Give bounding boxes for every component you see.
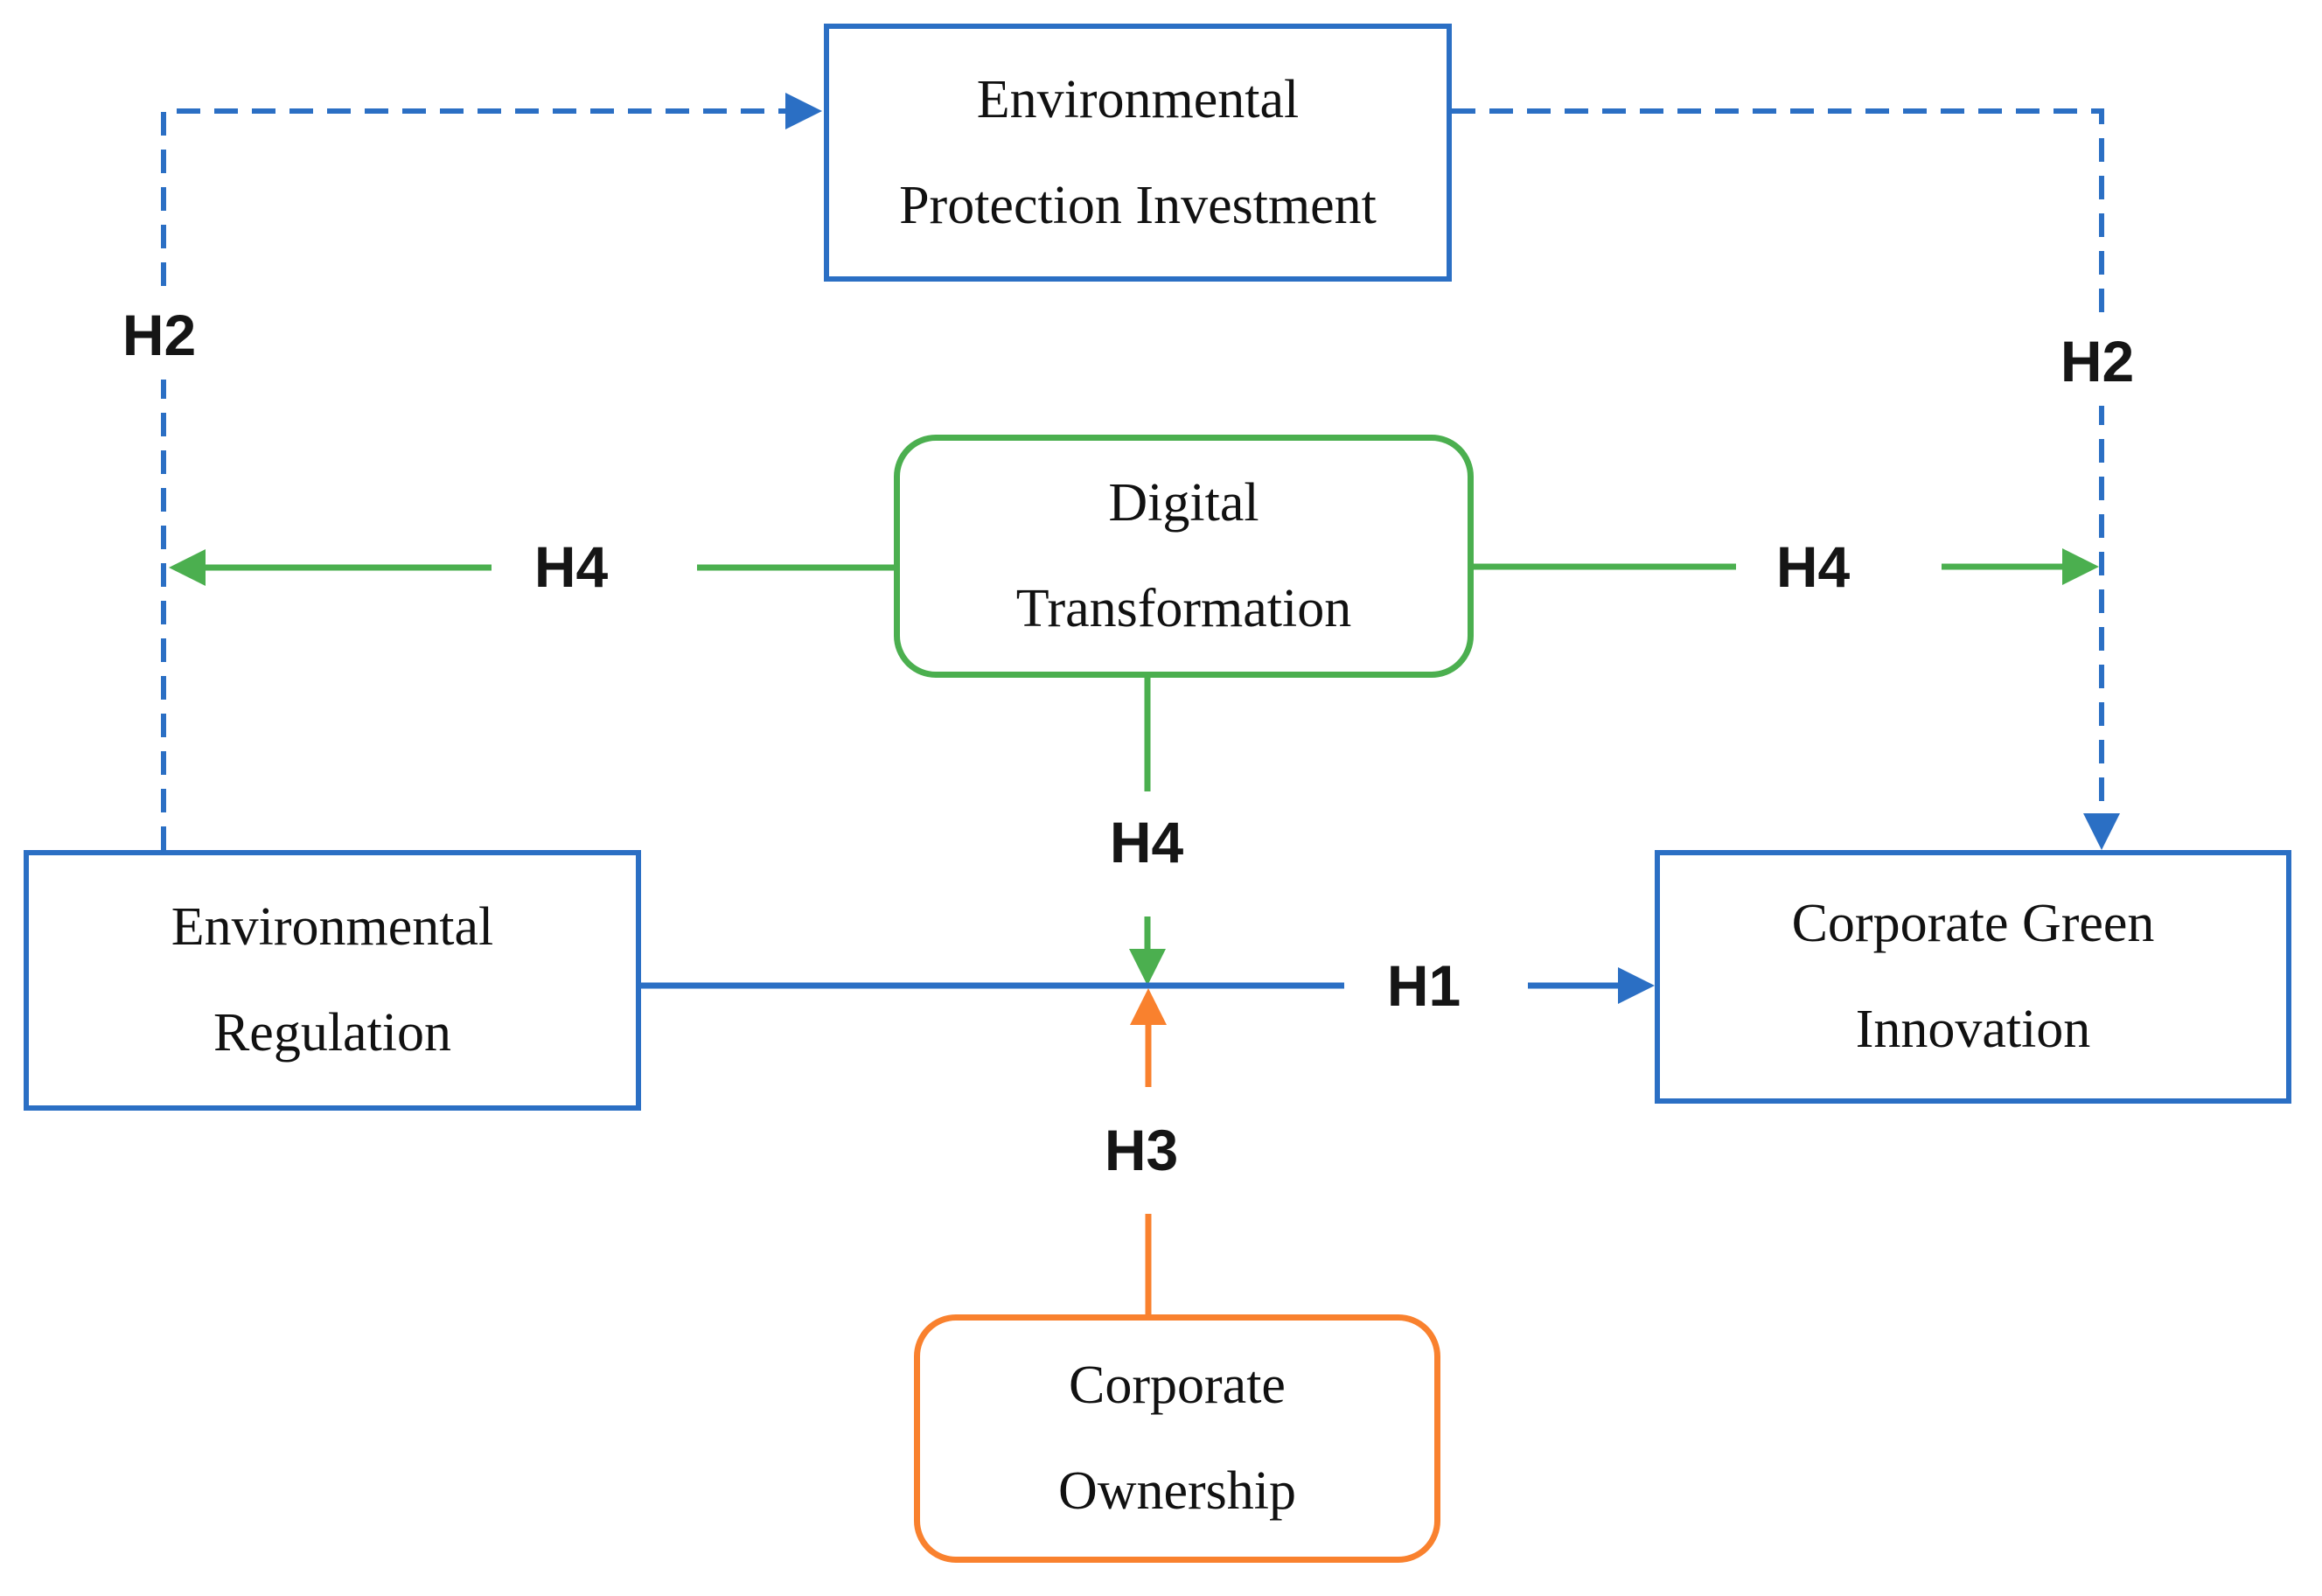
hypothesis-label-h1: H1 <box>1372 941 1475 1030</box>
edge-dt-down-arrow <box>1129 916 1166 986</box>
hypothesis-label-h2-left: H2 <box>108 290 211 380</box>
edge-regulation-to-investment-dashed <box>161 93 822 850</box>
corporate-ownership-label-line-1: Corporate <box>1069 1356 1286 1416</box>
hypothesis-label-h2-right: H2 <box>2046 317 2149 406</box>
edge-ownership-up-arrow <box>1130 988 1167 1087</box>
hypothesis-label-h4-center: H4 <box>1095 798 1198 887</box>
edge-dt-down-arrow-arrowhead-icon <box>1129 949 1166 986</box>
environmental-protection-investment-label-line-1: Environmental <box>976 69 1300 129</box>
edge-h1-arrow <box>1528 967 1655 1004</box>
edge-investment-to-innovation-dashed-line <box>1452 108 2104 813</box>
corporate-green-innovation-label-line-2: Innovation <box>1855 1000 2091 1059</box>
edge-regulation-to-investment-dashed-line <box>161 108 785 850</box>
digital-transformation-label-line-1: Digital <box>1108 473 1259 533</box>
environmental-regulation-label-line-2: Regulation <box>213 1003 452 1063</box>
edge-investment-to-innovation-dashed <box>1452 108 2120 850</box>
hypothesis-label-h4-left: H4 <box>519 522 623 611</box>
hypothesis-label-h4-right: H4 <box>1761 522 1865 611</box>
edge-dt-right-arrow-arrowhead-icon <box>2062 548 2099 585</box>
digital-transformation-label-line-2: Transformation <box>1015 579 1352 638</box>
edge-ownership-up-arrow-arrowhead-icon <box>1130 988 1167 1025</box>
environmental-protection-investment-label-line-2: Protection Investment <box>899 175 1377 235</box>
edge-investment-to-innovation-dashed-arrowhead-icon <box>2083 813 2120 850</box>
hypothesis-label-h3: H3 <box>1090 1105 1193 1195</box>
corporate-ownership-label-line-2: Ownership <box>1057 1461 1297 1521</box>
edge-h1-arrow-arrowhead-icon <box>1618 967 1655 1004</box>
edge-regulation-to-investment-dashed-arrowhead-icon <box>785 93 822 129</box>
edge-dt-left-arrow-arrowhead-icon <box>169 549 206 586</box>
edge-dt-left-arrow <box>169 549 492 586</box>
edge-dt-right-arrow <box>1942 548 2099 585</box>
environmental-regulation-label-line-1: Environmental <box>171 897 494 958</box>
corporate-green-innovation-label-line-1: Corporate Green <box>1791 894 2155 954</box>
